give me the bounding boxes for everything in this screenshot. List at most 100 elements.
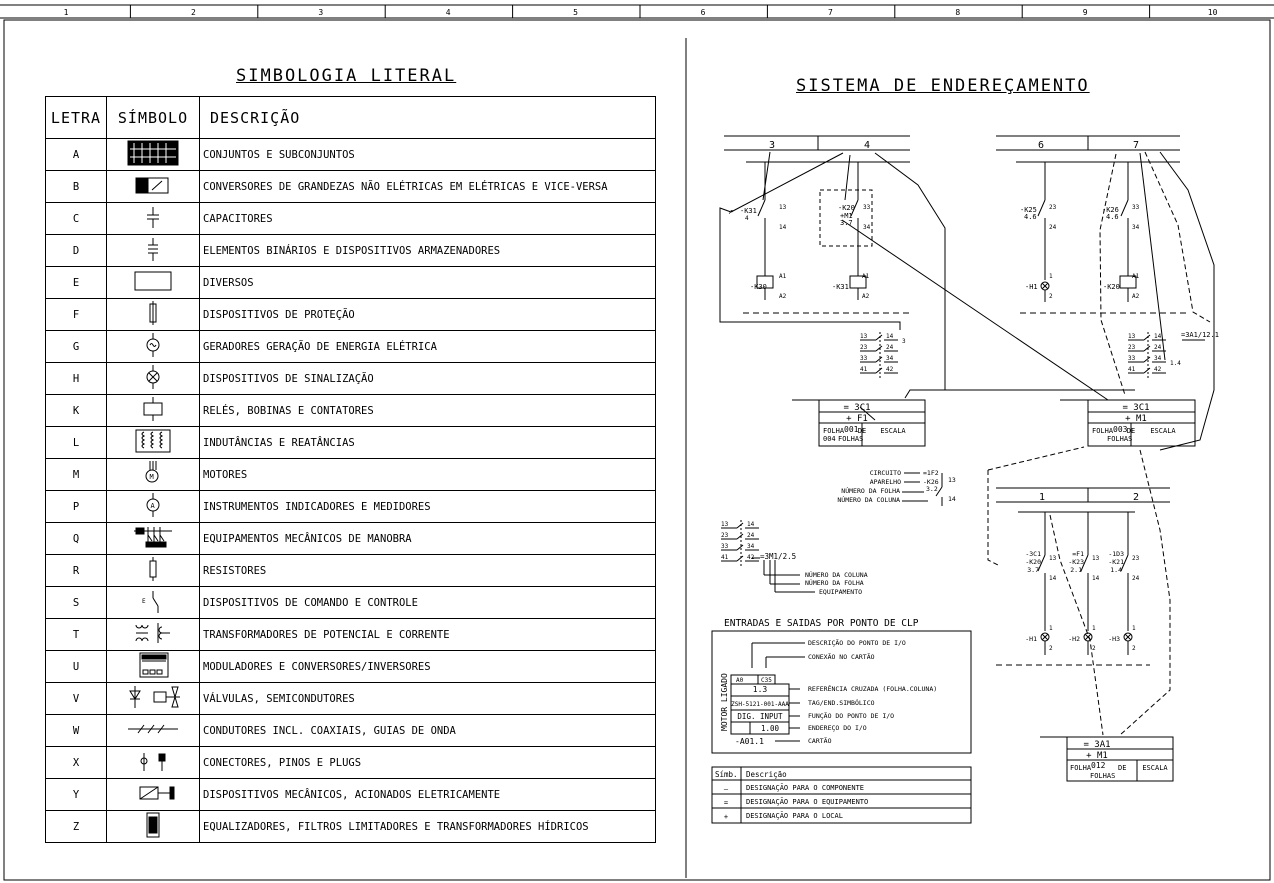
transformer-icon xyxy=(135,623,170,643)
lamp-pin: 2 xyxy=(1049,293,1053,300)
frame-column-number: 10 xyxy=(1208,8,1218,17)
lamp-tag: -H2 xyxy=(1068,635,1080,643)
equipment-designation: = 3C1 xyxy=(1122,403,1149,413)
valve-diode-icon xyxy=(129,686,180,708)
terminal-number: 33 xyxy=(721,543,729,550)
rectangle-icon xyxy=(134,271,172,291)
lamp-pin: 1 xyxy=(1049,273,1053,280)
column-number: 1 xyxy=(1039,492,1045,503)
cross-reference: =3M1/2.5 xyxy=(760,552,796,561)
row-letter: B xyxy=(45,170,107,203)
frame-column-number: 9 xyxy=(1083,8,1088,17)
row-letter: Y xyxy=(45,778,107,811)
lamp-tag: -H1 xyxy=(1025,283,1038,291)
device-tag: =F1 xyxy=(1072,550,1084,558)
terminal-number: 42 xyxy=(747,554,755,561)
row-symbol xyxy=(106,266,200,299)
header-description: DESCRIÇÃO xyxy=(199,96,656,139)
row-description: INDUTÂNCIAS E REATÂNCIAS xyxy=(199,426,656,459)
table-row: C CAPACITORES xyxy=(45,202,656,235)
address-legend-top: CIRCUITO =1F2 APARELHO -K26 NÚMERO DA FO… xyxy=(837,469,956,506)
lamp-pin: 2 xyxy=(1132,645,1136,652)
coil-pin: A2 xyxy=(1132,293,1140,300)
row-description: CAPACITORES xyxy=(199,202,656,235)
row-description: MOTORES xyxy=(199,458,656,491)
row-letter: E xyxy=(45,266,107,299)
row-symbol xyxy=(106,618,200,651)
header-letter: LETRA xyxy=(45,96,107,139)
frame-column-number: 5 xyxy=(573,8,578,17)
terminal-number: 13 xyxy=(1049,555,1057,562)
folha-number: 012 xyxy=(1091,761,1106,770)
assembly-icon xyxy=(127,140,179,166)
contact-ref: 4.6 xyxy=(1024,213,1037,221)
row-description: VÁLVULAS, SEMICONDUTORES xyxy=(199,682,656,715)
row-description: CONVERSORES DE GRANDEZAS NÃO ELÉTRICAS E… xyxy=(199,170,656,203)
frame-column-number: 4 xyxy=(446,8,451,17)
terminal-number: 13 xyxy=(1092,555,1100,562)
total-sheets: 004 xyxy=(823,435,836,443)
contact-ref: 3.7 xyxy=(840,219,853,227)
coil-pin: A1 xyxy=(779,273,787,280)
row-symbol xyxy=(106,426,200,459)
panel-title-enderecamento: SISTEMA DE ENDEREÇAMENTO xyxy=(796,76,1090,96)
row-letter: C xyxy=(45,202,107,235)
folha-label: FOLHA xyxy=(1092,427,1114,435)
card-slot: A0 xyxy=(736,677,744,684)
filter-icon xyxy=(146,812,160,838)
row-description: CONDUTORES INCL. COAXIAIS, GUIAS DE ONDA xyxy=(199,714,656,747)
cross-reference: =3A1/12.1 xyxy=(1181,331,1219,339)
terminal-number: 34 xyxy=(1154,355,1162,362)
clp-label: ENDEREÇO DO I/O xyxy=(808,724,867,732)
column-number: 4 xyxy=(864,140,870,151)
terminal-number: 13 xyxy=(721,521,729,528)
terminal-number: 34 xyxy=(1132,224,1140,231)
row-symbol xyxy=(106,714,200,747)
row-symbol: A xyxy=(106,490,200,523)
folha-number: 003 xyxy=(1113,425,1128,434)
terminal-number: 33 xyxy=(860,355,868,362)
terminal-number: 24 xyxy=(1049,224,1057,231)
title-block-1: = 3C1 + F1 FOLHA 001 DE 004 FOLHAS ESCAL… xyxy=(792,399,926,447)
clp-value: DIG. INPUT xyxy=(737,712,783,721)
row-description: EQUALIZADORES, FILTROS LIMITADORES E TRA… xyxy=(199,810,656,843)
svg-text:↗: ↗ xyxy=(728,207,733,217)
terminal-number: 33 xyxy=(1132,204,1140,211)
row-letter: P xyxy=(45,490,107,523)
clp-side-label: MOTOR LIGADO xyxy=(720,673,729,731)
row-description: MODULADORES E CONVERSORES/INVERSORES xyxy=(199,650,656,683)
row-letter: M xyxy=(45,458,107,491)
clp-value: -A01.1 xyxy=(735,737,764,746)
legend-label: NÚMERO DA FOLHA xyxy=(805,578,864,587)
legend-description: DESIGNAÇÃO PARA O COMPONENTE xyxy=(746,783,864,792)
lamp-tag: -H1 xyxy=(1025,635,1037,643)
contact: 33 34 xyxy=(860,355,898,363)
legend-header: Símb. xyxy=(715,770,738,779)
row-symbol xyxy=(106,682,200,715)
terminal-number: 34 xyxy=(886,355,894,362)
row-symbol xyxy=(106,330,200,363)
clp-value: ZSH-5121-001-AAA xyxy=(731,701,789,708)
terminal-number: 42 xyxy=(1154,366,1162,373)
legend-header: Descrição xyxy=(746,770,787,779)
terminal-number: 33 xyxy=(863,204,871,211)
legend-label: NÚMERO DA COLUNA xyxy=(837,495,900,504)
row-description: RESISTORES xyxy=(199,554,656,587)
contact-tag: -K26 xyxy=(1102,206,1119,214)
table-header-row: LETRA SÍMBOLO DESCRIÇÃO xyxy=(45,96,656,139)
